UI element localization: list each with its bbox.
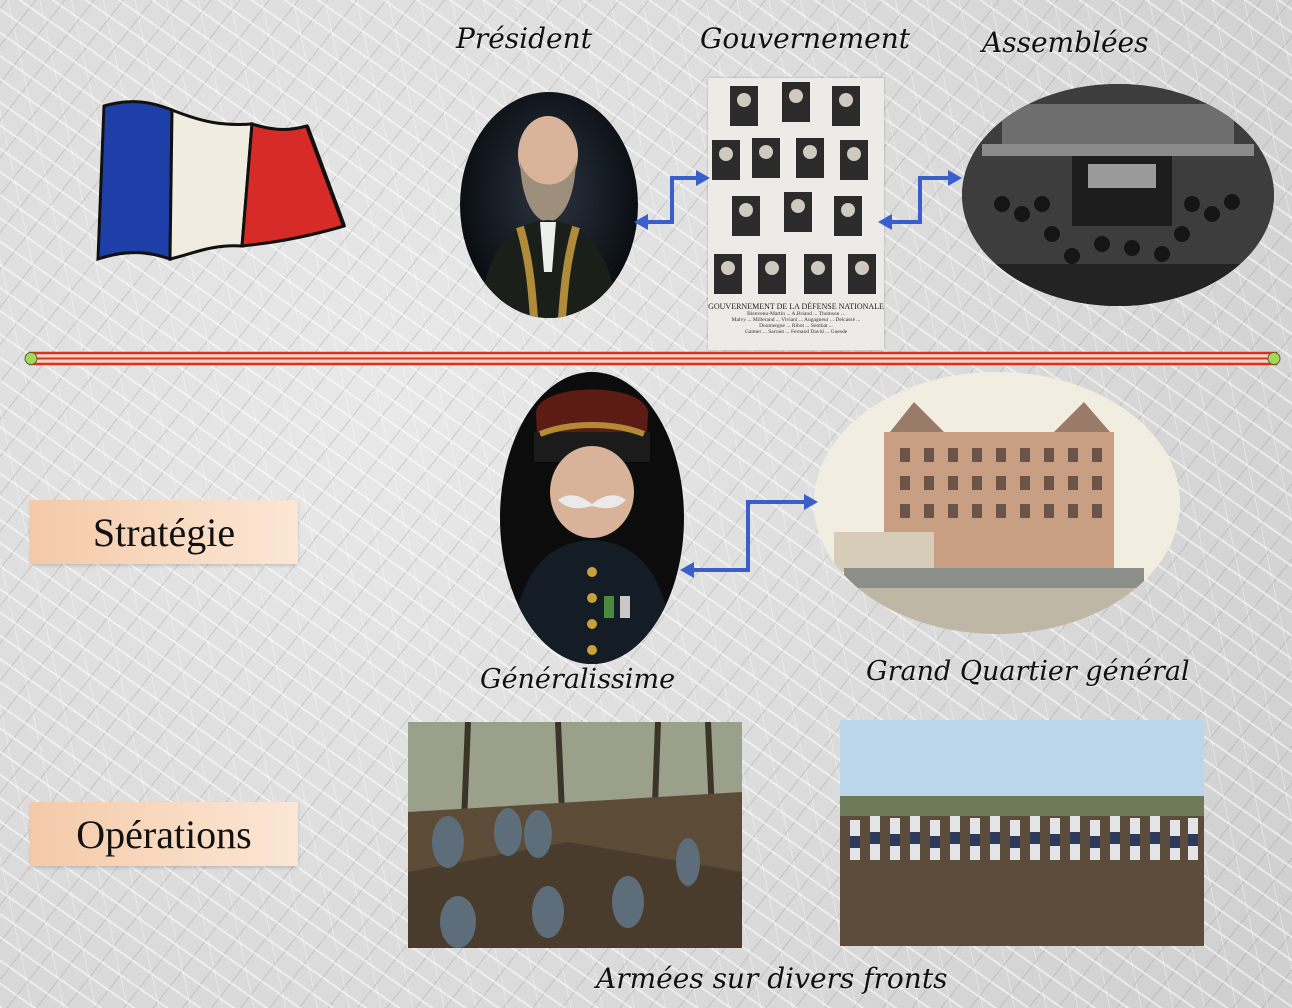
strategie-tag: Stratégie [30, 500, 298, 564]
gouvernement-caption-line: Malvy ... Millerand ... Viviani ... Auga… [731, 317, 861, 323]
trench-photo [408, 722, 742, 948]
political-military-divider [24, 351, 1281, 366]
operations-tag: Opérations [30, 802, 298, 866]
president-label: Président [456, 22, 592, 55]
gouvernement-caption-line: Gaimer ... Sarraut ... Fernand David ...… [744, 329, 848, 335]
armees-label: Armées sur divers fronts [596, 962, 948, 995]
gouvernement-photo: Gouvernement de la Défense Nationale Bie… [708, 78, 884, 350]
field-troops-photo [840, 720, 1204, 946]
assemblees-label: Assemblées [982, 26, 1149, 59]
gouvernement-caption-line: Bienvenu-Martin ... A.Briand ... Thomson… [747, 311, 845, 317]
assemblees-photo [962, 84, 1274, 306]
gqg-photo [814, 372, 1180, 634]
president-portrait [460, 92, 638, 318]
diagram-canvas: Président Gouvernement Assemblées [8, 8, 1284, 1000]
gouvernement-caption-title: Gouvernement de la Défense Nationale [708, 302, 884, 311]
arrow-gouvernement-assemblees [878, 170, 962, 230]
gouvernement-caption-line: Doumergue ... Ribot ... Sembat ... [759, 323, 833, 329]
gouvernement-label: Gouvernement [700, 22, 911, 55]
generalissime-portrait [500, 372, 684, 664]
arrow-president-gouvernement [634, 170, 710, 230]
french-flag-image [96, 100, 346, 262]
gqg-label: Grand Quartier général [866, 656, 1190, 687]
generalissime-label: Généralissime [480, 664, 676, 695]
arrow-generalissime-gqg [680, 494, 818, 578]
